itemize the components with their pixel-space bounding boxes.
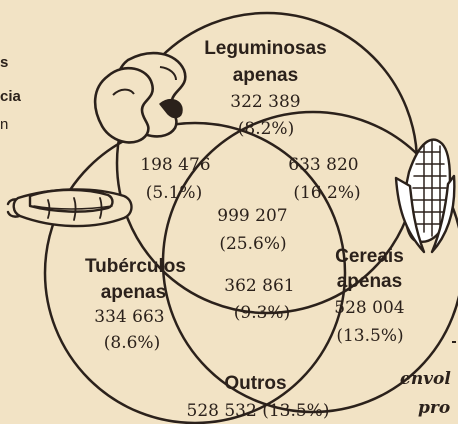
all-three-count: 999 207	[217, 206, 287, 226]
tubers-circle	[43, 121, 347, 424]
legumes-cereals-count: 633 820	[288, 155, 358, 175]
cereals-label-line-2: apenas	[337, 271, 402, 292]
right-fragment-2: pro	[418, 398, 450, 418]
tubers-percent: (8.6%)	[104, 333, 160, 353]
all-three-percent: (25.6%)	[219, 234, 286, 254]
cereals-percent: (13.5%)	[336, 326, 403, 346]
tubers-cereals-count: 362 861	[224, 276, 294, 296]
legumes-label-line-2: apenas	[233, 65, 298, 86]
cassava-icon	[6, 188, 133, 228]
legumes-percent: (8.2%)	[238, 119, 294, 139]
cereals-count: 528 004	[334, 298, 404, 318]
tubers-label-line-1: Tubérculos	[85, 256, 186, 277]
tubers-only-region: Tubérculos apenas 334 663 (8.6%)	[85, 256, 191, 353]
cereals-only-region: Cereais apenas 528 004 (13.5%)	[334, 246, 409, 346]
legumes-only-region: Leguminosas apenas 322 389 (8.2%)	[204, 38, 332, 139]
legumes-tubers-count: 198 476	[140, 155, 210, 175]
all-three-region: 999 207 (25.6%)	[217, 206, 292, 254]
tubers-cereals-percent: (9.3%)	[234, 303, 290, 323]
others-value: 528 532 (13.5%)	[187, 401, 330, 421]
legumes-tubers-percent: (5.1%)	[146, 183, 202, 203]
others-region: Outros 528 532 (13.5%)	[187, 373, 330, 421]
tubers-label-line-2: apenas	[101, 282, 166, 303]
left-fragment-1: s	[0, 54, 8, 71]
cereals-circle	[161, 110, 458, 414]
cereals-label-line-1: Cereais	[335, 246, 404, 267]
left-fragment-2: cia	[0, 88, 22, 105]
legumes-cereals-region: 633 820 (16.2%)	[288, 155, 363, 203]
legumes-tubers-region: 198 476 (5.1%)	[140, 155, 215, 203]
legumes-label-line-1: Leguminosas	[204, 38, 326, 59]
bean-icon	[93, 51, 187, 144]
left-fragment-3: n	[0, 116, 8, 133]
tubers-count: 334 663	[94, 307, 164, 327]
others-label: Outros	[224, 373, 286, 394]
legumes-cereals-percent: (16.2%)	[293, 183, 360, 203]
tubers-cereals-region: 362 861 (9.3%)	[224, 276, 299, 323]
corn-icon	[394, 138, 456, 254]
legumes-count: 322 389	[230, 92, 300, 112]
